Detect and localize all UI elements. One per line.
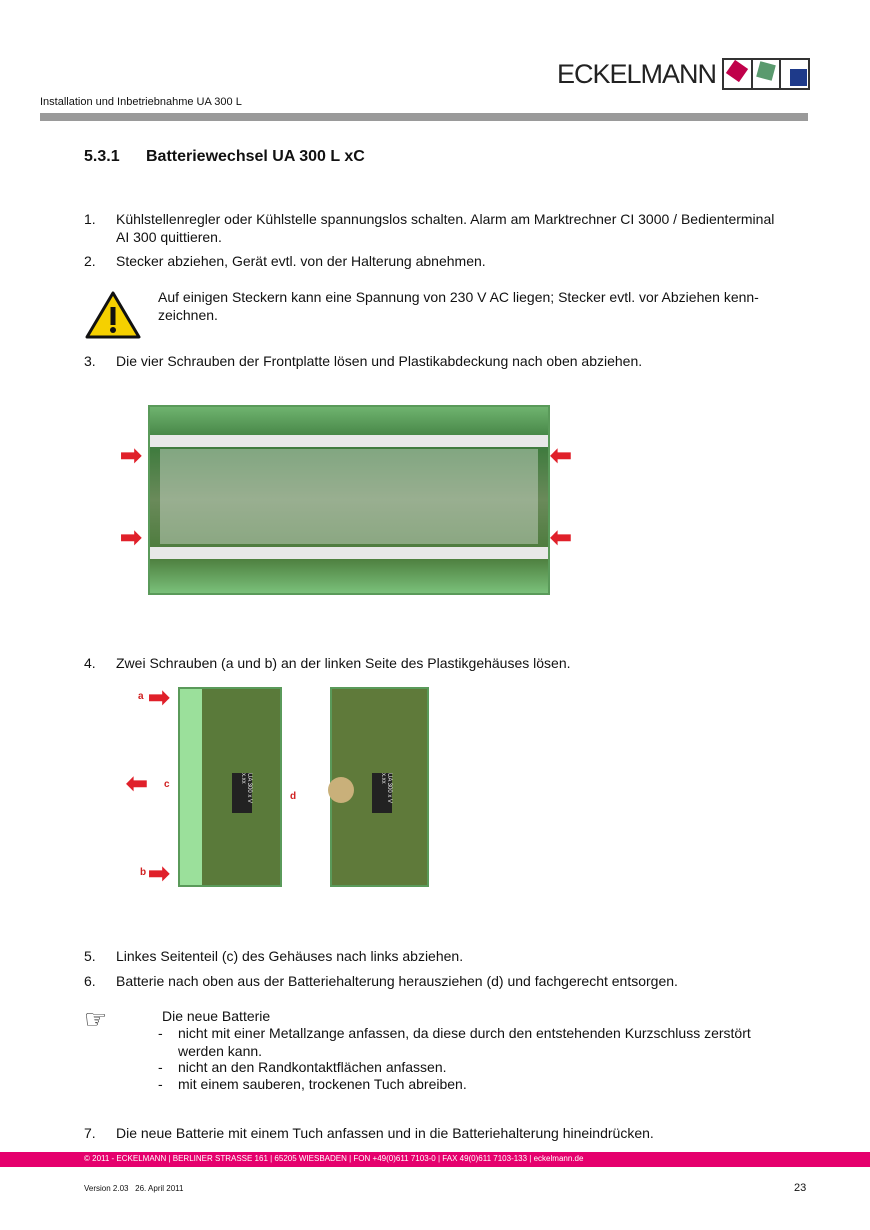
step-text: Zwei Schrauben (a und b) an der linken S… bbox=[116, 655, 571, 671]
step-text: Batterie nach oben aus der Batteriehalte… bbox=[116, 973, 678, 989]
note-item: mit einem sauberen, trockenen Tuch abrei… bbox=[178, 1076, 467, 1092]
step-number: 4. bbox=[84, 655, 96, 671]
step-text: Die vier Schrauben der Frontplatte lösen… bbox=[116, 353, 643, 369]
page-number: 23 bbox=[794, 1182, 807, 1194]
figure-side-screws: UA 300 x V x.xx UA 300 x V x.xx a ➡ ⬅ c … bbox=[120, 682, 440, 890]
arrow-right-icon: ➡ bbox=[120, 440, 142, 470]
board-with-case-image bbox=[178, 687, 282, 887]
section-number: 5.3.1 bbox=[84, 148, 120, 165]
arrow-left-icon: ⬅ bbox=[550, 440, 572, 470]
step-number: 1. bbox=[84, 211, 96, 227]
warning-text: Auf einigen Steckern kann eine Spannung … bbox=[158, 289, 759, 323]
warning-icon bbox=[85, 291, 141, 339]
step-text: Kühlstellenregler oder Kühlstelle spannu… bbox=[116, 211, 775, 245]
label-d: d bbox=[290, 791, 297, 802]
note-title: Die neue Batterie bbox=[162, 1008, 271, 1024]
label-a: a bbox=[138, 691, 144, 702]
chip-label: UA 300 x V x.xx bbox=[372, 773, 392, 813]
logo-text: ECKELMANN bbox=[557, 58, 717, 89]
note-dash: - bbox=[158, 1059, 163, 1075]
arrow-right-icon: ➡ bbox=[148, 858, 170, 888]
figure-front-cover-screws: ➡ ➡ ⬅ ⬅ bbox=[120, 400, 580, 598]
arrow-right-icon: ➡ bbox=[148, 682, 170, 712]
eckelmann-logo: ECKELMANN bbox=[557, 58, 811, 90]
footer-bar: © 2011 - ECKELMANN | BERLINER STRASSE 16… bbox=[0, 1152, 870, 1167]
step-number: 7. bbox=[84, 1125, 96, 1141]
arrow-right-icon: ➡ bbox=[120, 522, 142, 552]
note-dash: - bbox=[158, 1076, 163, 1092]
version-info: Version 2.03 26. April 2011 bbox=[84, 1184, 184, 1193]
controller-board-image bbox=[148, 405, 550, 595]
arrow-left-icon: ⬅ bbox=[550, 522, 572, 552]
pointing-hand-icon: ☞ bbox=[84, 1004, 108, 1034]
step-number: 2. bbox=[84, 253, 96, 269]
chip-label: UA 300 x V x.xx bbox=[232, 773, 252, 813]
arrow-left-icon: ⬅ bbox=[126, 768, 148, 798]
step-text: Stecker abziehen, Gerät evtl. von der Ha… bbox=[116, 253, 486, 269]
note-dash: - bbox=[158, 1025, 163, 1041]
label-b: b bbox=[140, 867, 147, 878]
step-number: 6. bbox=[84, 973, 96, 989]
note-item: nicht an den Randkontaktflächen anfassen… bbox=[178, 1059, 447, 1075]
step-number: 3. bbox=[84, 353, 96, 369]
footer-address: © 2011 - ECKELMANN | BERLINER STRASSE 16… bbox=[84, 1154, 584, 1163]
step-text: Linkes Seitenteil (c) des Gehäuses nach … bbox=[116, 948, 464, 964]
battery-image bbox=[328, 777, 354, 803]
step-text: Die neue Batterie mit einem Tuch anfasse… bbox=[116, 1125, 654, 1141]
section-title: Batteriewechsel UA 300 L xC bbox=[146, 148, 365, 165]
note-item: nicht mit einer Metallzange anfassen, da… bbox=[178, 1025, 751, 1059]
label-c: c bbox=[164, 779, 170, 790]
header-divider bbox=[40, 113, 808, 121]
step-number: 5. bbox=[84, 948, 96, 964]
document-header: Installation und Inbetriebnahme UA 300 L bbox=[40, 96, 242, 108]
